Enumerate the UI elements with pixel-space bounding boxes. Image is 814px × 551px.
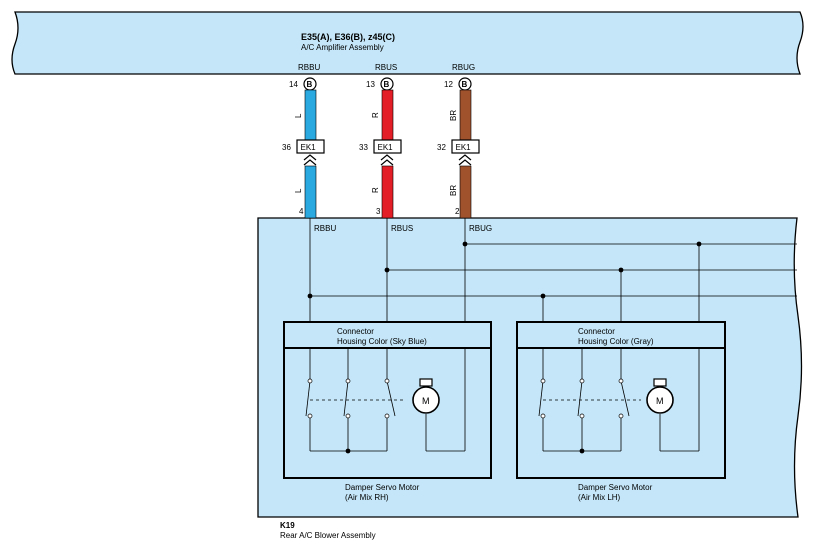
- junction-connector-box: [451, 139, 480, 154]
- motor-name-label: Damper Servo Motor: [578, 483, 653, 492]
- junction-pin-number: 32: [437, 143, 446, 152]
- blower-name-label: Rear A/C Blower Assembly: [280, 531, 376, 540]
- motor-icon: [646, 386, 674, 414]
- junction-pin-number: 36: [282, 143, 291, 152]
- wire-color-code-lower: BR: [449, 185, 458, 196]
- housing-color-label: Housing Color (Sky Blue): [337, 337, 427, 346]
- wire-signal-label: RBBU: [298, 63, 320, 72]
- motor-symbol: M: [656, 396, 664, 406]
- wire-rbug: RBUG 12 B BR 32 EK1 BR 2 RBUG: [437, 63, 492, 233]
- amp-connector-letter: B: [462, 80, 468, 89]
- blower-code-label: K19: [280, 521, 295, 530]
- junction-label: EK1: [378, 143, 394, 152]
- amp-pin-number: 13: [366, 80, 375, 89]
- amp-connector-letter: B: [307, 80, 313, 89]
- junction-chevron-icon: [380, 154, 394, 166]
- junction-label: EK1: [456, 143, 472, 152]
- amp-pin-number: 12: [444, 80, 453, 89]
- wire-color-code-upper: L: [294, 113, 303, 118]
- junction-label: EK1: [301, 143, 317, 152]
- junction-dots: [307, 241, 702, 299]
- motor-icon: [412, 386, 440, 414]
- amp-pin-number: 14: [289, 80, 298, 89]
- junction-chevron-icon: [458, 154, 472, 166]
- blower-signal-label: RBUG: [469, 224, 492, 233]
- wire-color-code-upper: R: [371, 112, 380, 118]
- blower-pin-number: 3: [376, 207, 381, 216]
- blower-signal-label: RBBU: [314, 224, 336, 233]
- blower-assembly-box: [257, 217, 803, 518]
- junction-chevron-icon: [303, 154, 317, 166]
- amplifier-connectors-label: E35(A), E36(B), z45(C): [301, 32, 395, 42]
- wire-rbbu: RBBU 14 B L 36 EK1 L 4 RBBU: [282, 63, 336, 233]
- wire-segment-lower: [381, 165, 394, 219]
- blower-pin-number: 4: [299, 207, 304, 216]
- motor-function-label: (Air Mix LH): [578, 493, 621, 502]
- blower-pin-number: 2: [455, 207, 460, 216]
- wire-segment-upper: [304, 89, 317, 141]
- wire-segment-upper: [381, 89, 394, 141]
- wire-segment-lower: [304, 165, 317, 219]
- amplifier-assembly-box: [11, 11, 804, 75]
- wire-color-code-lower: R: [371, 187, 380, 193]
- motor-symbol: M: [422, 396, 430, 406]
- connector-label: Connector: [337, 327, 374, 336]
- wire-color-code-lower: L: [294, 188, 303, 193]
- damper-servo-motor-rh: Connector Housing Color (Sky Blue): [283, 321, 492, 502]
- amplifier-name-label: A/C Amplifier Assembly: [301, 43, 384, 52]
- junction-connector-box: [373, 139, 402, 154]
- damper-servo-motor-lh: Connector Housing Color (Gray): [516, 321, 726, 502]
- wire-color-code-upper: BR: [449, 110, 458, 121]
- wire-segment-upper: [459, 89, 472, 141]
- wire-segment-lower: [459, 165, 472, 219]
- amp-connector-letter: B: [384, 80, 390, 89]
- wire-signal-label: RBUS: [375, 63, 397, 72]
- blower-signal-label: RBUS: [391, 224, 413, 233]
- wire-rbus: RBUS 13 B R 33 EK1 R 3 RBUS: [359, 63, 413, 233]
- wire-signal-label: RBUG: [452, 63, 475, 72]
- internal-wiring: [309, 218, 797, 322]
- junction-pin-number: 33: [359, 143, 368, 152]
- connector-label: Connector: [578, 327, 615, 336]
- motor-function-label: (Air Mix RH): [345, 493, 389, 502]
- junction-connector-box: [296, 139, 325, 154]
- motor-name-label: Damper Servo Motor: [345, 483, 420, 492]
- housing-color-label: Housing Color (Gray): [578, 337, 654, 346]
